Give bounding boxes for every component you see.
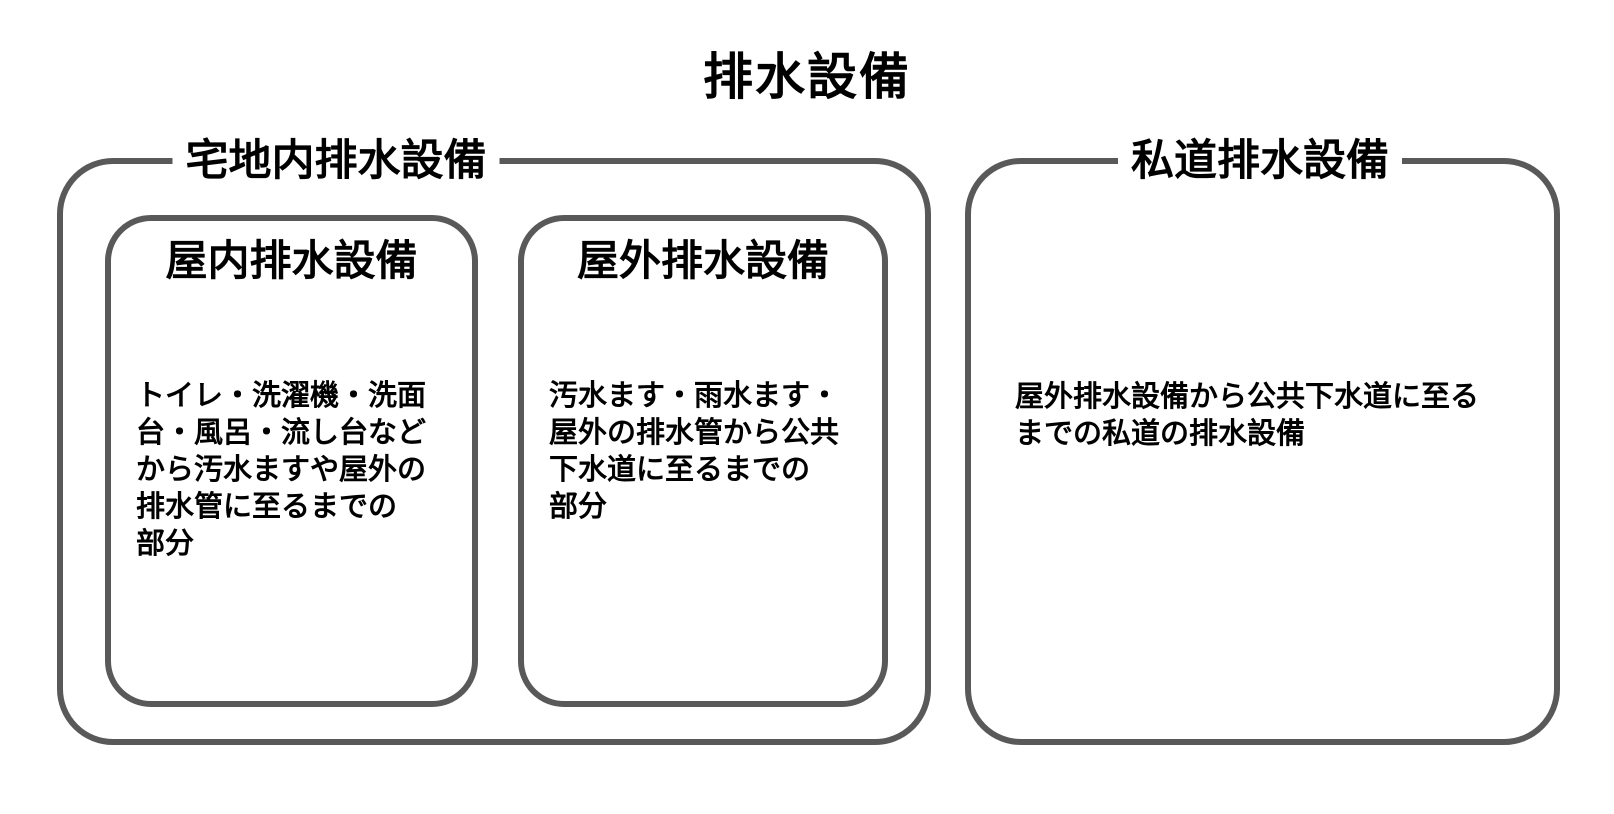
group-label-private-road-drainage: 私道排水設備 (1118, 135, 1402, 187)
sub-box-body-indoor: トイレ・洗濯機・洗面 台・風呂・流し台など から汚水ますや屋外の 排水管に至るま… (136, 380, 427, 560)
group-box-premises-drainage: 宅地内排水設備 屋内排水設備 トイレ・洗濯機・洗面 台・風呂・流し台など から汚… (57, 135, 931, 745)
sub-box-body-outdoor: 汚水ます・雨水ます・ 屋外の排水管から公共 下水道に至るまでの 部分 (549, 380, 840, 523)
diagram-title: 排水設備 (703, 49, 911, 105)
sub-box-title-indoor: 屋内排水設備 (165, 237, 418, 284)
group-body-private-road-drainage: 屋外排水設備から公共下水道に至る までの私道の排水設備 (1015, 381, 1480, 450)
sub-box-title-outdoor: 屋外排水設備 (576, 237, 829, 284)
group-label-premises-drainage: 宅地内排水設備 (172, 135, 500, 187)
group-box-private-road-drainage: 私道排水設備 屋外排水設備から公共下水道に至る までの私道の排水設備 (965, 135, 1560, 745)
sub-box-outdoor-drainage: 屋外排水設備 汚水ます・雨水ます・ 屋外の排水管から公共 下水道に至るまでの 部… (518, 215, 888, 707)
sub-box-indoor-drainage: 屋内排水設備 トイレ・洗濯機・洗面 台・風呂・流し台など から汚水ますや屋外の … (105, 215, 478, 707)
